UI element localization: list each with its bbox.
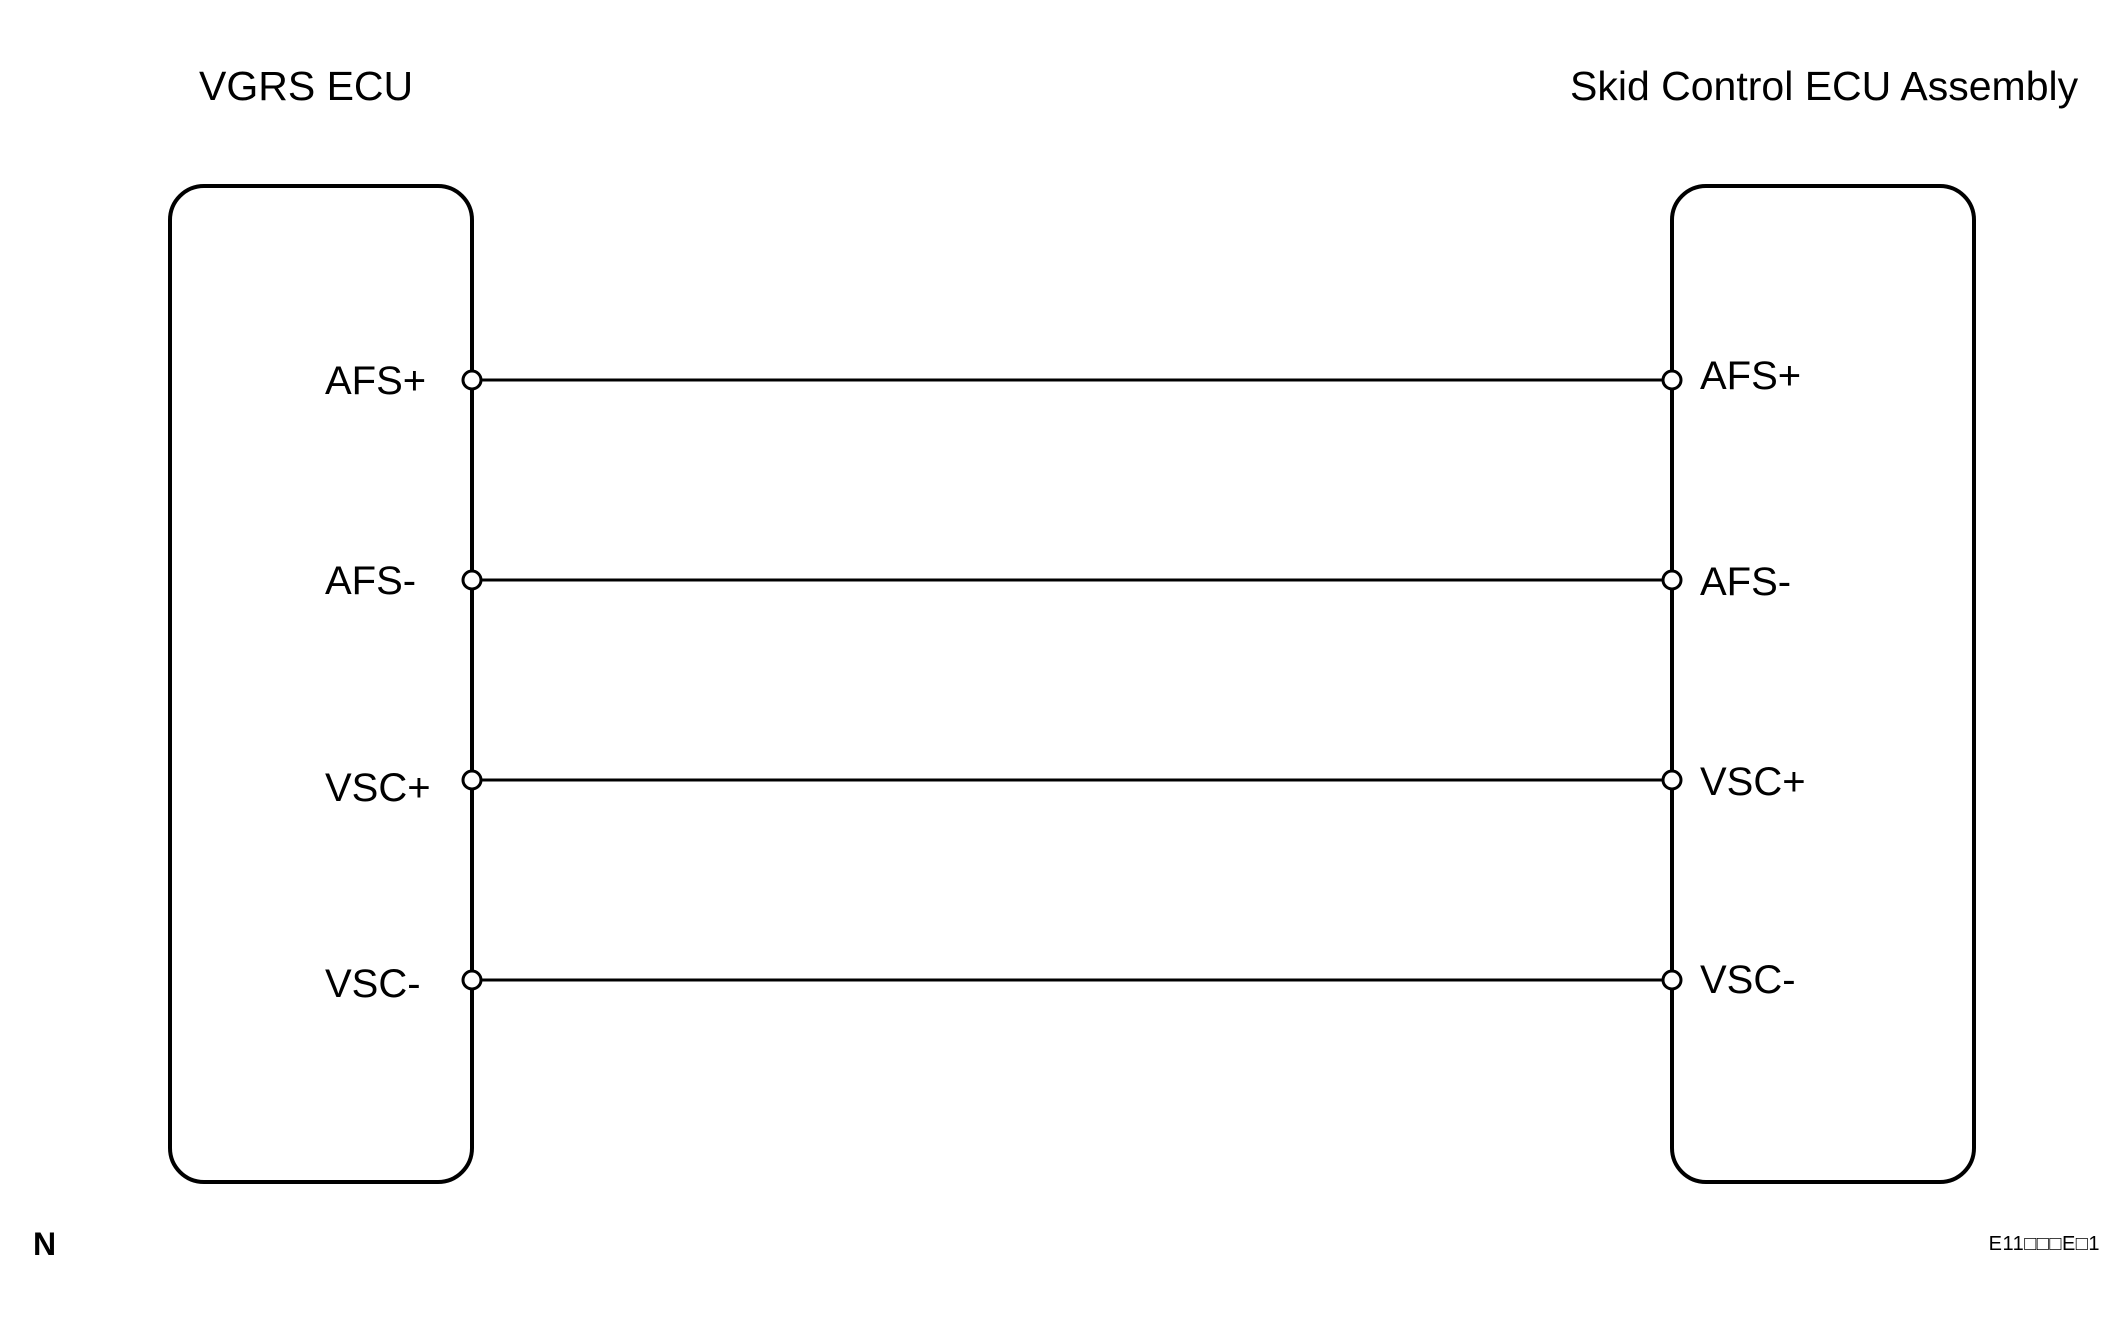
right-terminal-label: AFS+ — [1700, 354, 1801, 398]
left-terminal-label: VSC- — [325, 962, 421, 1006]
right-terminal-pin — [1661, 569, 1683, 591]
right-terminal-pin — [1661, 769, 1683, 791]
left-terminal-pin — [461, 569, 483, 591]
right-terminal-label: VSC+ — [1700, 760, 1806, 804]
footer-label: N — [33, 1226, 57, 1262]
illustration-code: E11□□□E□1 — [1988, 1233, 2100, 1255]
left-terminal-label: AFS+ — [325, 359, 426, 403]
wires — [472, 378, 1672, 982]
left-terminal-pin — [461, 369, 483, 391]
right-terminal-label: AFS- — [1700, 560, 1791, 604]
vgrs-ecu-title: VGRS ECU — [199, 63, 414, 109]
right-terminal-pin — [1661, 969, 1683, 991]
left-terminal-pin — [461, 969, 483, 991]
left-terminal-label: AFS- — [325, 559, 416, 603]
right-terminal-label: VSC- — [1700, 958, 1796, 1002]
left-terminal-label: VSC+ — [325, 766, 431, 810]
skid-control-ecu-box — [1670, 184, 1976, 1184]
skid-control-ecu-title: Skid Control ECU Assembly — [1570, 63, 2079, 109]
left-terminal-pin — [461, 769, 483, 791]
vgrs-ecu-box — [168, 184, 474, 1184]
terminals — [461, 369, 1683, 991]
right-terminal-pin — [1661, 369, 1683, 391]
